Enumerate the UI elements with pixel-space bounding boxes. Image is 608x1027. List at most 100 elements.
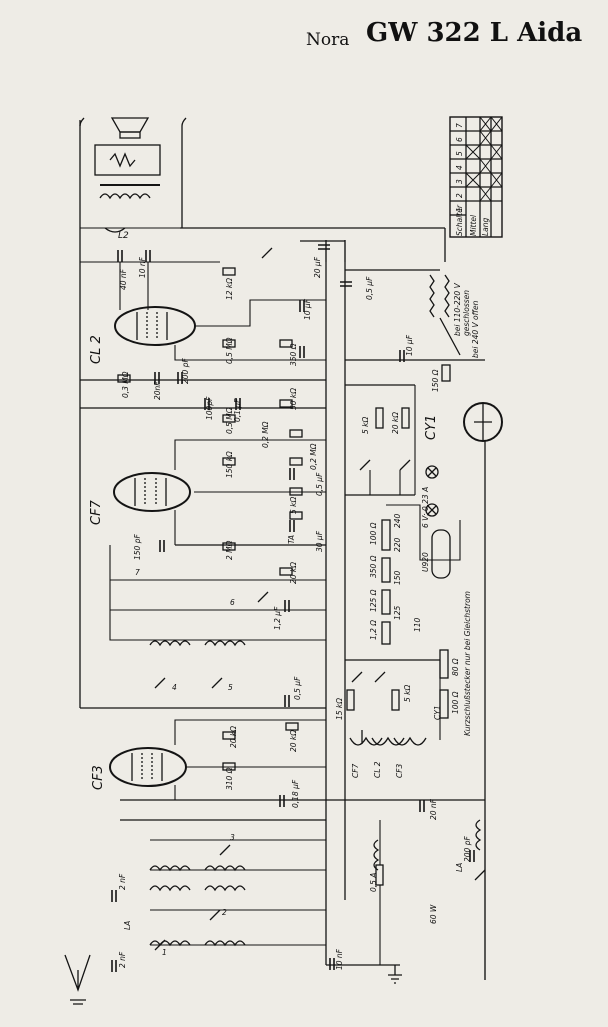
r2m-label: 2 MΩ xyxy=(225,540,234,560)
table-col-3: 3 xyxy=(455,179,464,184)
short-plug-note: Kurzschlußstecker nur bei Gleichstrom xyxy=(463,591,472,736)
tap-240: 240 xyxy=(393,513,402,528)
ta-label: TA xyxy=(287,535,296,544)
tap-125: 125 xyxy=(393,605,402,620)
heater-cy1: CY1 xyxy=(433,705,442,720)
capacitor-plates xyxy=(111,244,475,972)
la-b-label: LA xyxy=(455,863,464,872)
heater-cf7: CF7 xyxy=(351,763,360,778)
resistor-bodies xyxy=(117,267,451,886)
c20nf-a-label: 20nF xyxy=(153,381,162,400)
mains-note-2: geschlossen xyxy=(462,290,471,336)
r20k-c-label: 20 kΩ xyxy=(229,726,238,748)
c20uf-label: 20 μF xyxy=(313,256,322,278)
mains-voltage-resistor xyxy=(429,274,461,356)
table-col-2: 2 xyxy=(455,193,464,198)
pilot-lamps xyxy=(425,465,439,517)
c100pf-label: 100pF xyxy=(205,396,214,420)
c10nf-b-label: 10 nF xyxy=(335,948,344,970)
la-a-label: LA xyxy=(123,921,132,930)
r20k-d-label: 20 kΩ xyxy=(289,730,298,752)
c2nf-b-label: 2 nF xyxy=(118,951,127,968)
fuse-label: 0,5 A xyxy=(369,873,378,892)
antenna-icon xyxy=(64,954,91,1005)
cl2-tube xyxy=(114,306,196,346)
r5k-c-label: 5 kΩ xyxy=(403,685,412,702)
r50k-label: 50 kΩ xyxy=(289,388,298,410)
cl2-label: CL 2 xyxy=(89,335,104,364)
r20k-a-label: 20 kΩ xyxy=(289,562,298,584)
cf3-tube xyxy=(109,747,187,787)
c018uf-label: 0,18 μF xyxy=(291,779,300,808)
r310-label: 310 Ω xyxy=(225,767,234,790)
c40nf-label: 40 nF xyxy=(119,268,128,290)
cf3-label: CF3 xyxy=(91,765,106,790)
r12-label: 1,2 Ω xyxy=(369,620,378,640)
switch-num-2: 2 xyxy=(222,908,227,917)
wiring xyxy=(80,227,486,980)
table-row-schalter: Schalter xyxy=(455,204,464,236)
tap-150: 150 xyxy=(393,570,402,585)
r03m-label: 0,3 MΩ xyxy=(121,371,130,398)
barretter-u920 xyxy=(431,529,451,579)
c12uf-label: 1,2 μF xyxy=(273,606,282,630)
tap-110: 110 xyxy=(413,617,422,632)
r350-label: 350 Ω xyxy=(289,343,298,366)
ground-icon xyxy=(388,965,402,984)
table-col-4: 4 xyxy=(455,165,464,170)
table-col-1: 1 xyxy=(455,207,464,212)
c30uf-label: 30 μF xyxy=(315,530,324,552)
table-col-7: 7 xyxy=(455,123,464,128)
rf-coils xyxy=(149,640,482,947)
wave-switches xyxy=(154,247,486,951)
c150pf-label: 150 pF xyxy=(133,534,142,560)
c01uf-label: 0,1 μF xyxy=(233,398,242,422)
heater-filaments xyxy=(349,730,427,746)
table-col-5: 5 xyxy=(455,151,464,156)
c20nf-b-label: 20 nF xyxy=(429,798,438,820)
cy1-tube xyxy=(463,402,503,442)
table-row-mittel: Mittel xyxy=(469,214,478,236)
switch-num-7: 7 xyxy=(135,568,140,577)
tap-220: 220 xyxy=(393,537,402,552)
cf7-tube xyxy=(113,472,191,512)
c2nf-a-label: 2 nF xyxy=(118,873,127,890)
switch-num-4: 4 xyxy=(172,683,177,692)
c10uf-a-label: 10 μF xyxy=(303,298,312,320)
r150ohm-label: 150 Ω xyxy=(431,369,440,392)
r125-label: 125 Ω xyxy=(369,589,378,612)
switch-num-6: 6 xyxy=(230,598,235,607)
r12k-label: 12 kΩ xyxy=(225,278,234,300)
lamp-label: 6 V; 0,23 A xyxy=(421,487,430,528)
c200pf-b-label: 200 pF xyxy=(463,836,472,862)
r05m-a-label: 0,5 MΩ xyxy=(225,337,234,364)
heater-cf3: CF3 xyxy=(395,763,404,778)
cf7-label: CF7 xyxy=(89,499,104,525)
mains-note-3: bei 240 V offen xyxy=(471,300,480,358)
r05m-b-label: 0,5 MΩ xyxy=(225,407,234,434)
cy1-label: CY1 xyxy=(424,415,439,440)
r100-label: 100 Ω xyxy=(369,522,378,545)
speaker-icon xyxy=(79,117,187,233)
c05uf-label: 0,5 μF xyxy=(365,276,374,300)
heater-cl2: CL 2 xyxy=(373,761,382,778)
r150k-label: 150 kΩ xyxy=(225,451,234,478)
r02m-a-label: 0,2 MΩ xyxy=(261,421,270,448)
choke-l2-label: L2 xyxy=(118,231,129,241)
r100b-label: 100 Ω xyxy=(451,691,460,714)
c05uf-b-label: 0,5 μF xyxy=(315,472,324,496)
r80-label: 80 Ω xyxy=(451,658,460,676)
c10nf-label: 10 nF xyxy=(138,256,147,278)
mains-note-1: bei 110-220 V xyxy=(453,282,462,336)
power-label: 60 W xyxy=(429,904,438,924)
r350b-label: 350 Ω xyxy=(369,555,378,578)
switch-num-1: 1 xyxy=(162,948,167,957)
model-title: GW 322 L Aida xyxy=(366,18,583,48)
brand-label: Nora xyxy=(306,30,350,50)
switch-num-5: 5 xyxy=(228,683,233,692)
r15k-label: 15 kΩ xyxy=(335,698,344,720)
r20k-b-label: 20 kΩ xyxy=(391,412,400,434)
switch-table xyxy=(449,116,503,238)
